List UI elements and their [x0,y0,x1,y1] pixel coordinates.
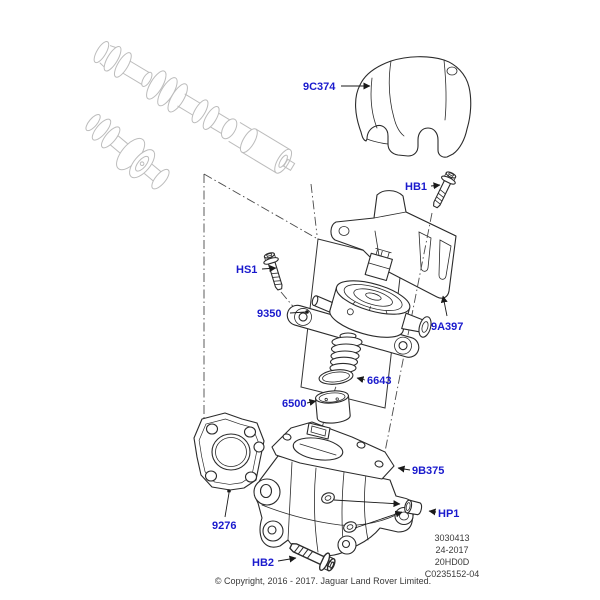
part-label-hb2[interactable]: HB2 [252,557,274,569]
part-label-9b375[interactable]: 9B375 [412,465,444,477]
tappet-part-drawing [315,390,351,424]
part-label-9c374[interactable]: 9C374 [303,81,336,93]
cover-part-drawing [355,56,472,158]
ref-line-1: 3030413 [434,533,469,543]
part-label-9276[interactable]: 9276 [212,520,236,532]
reference-block: 3030413 24-2017 20HD0D C0235152-04 [425,533,480,579]
leader-9276-dot [227,489,231,493]
part-label-9a397[interactable]: 9A397 [431,321,463,333]
part-label-hp1[interactable]: HP1 [438,508,459,520]
ref-line-3: 20HD0D [435,557,470,567]
part-label-6643[interactable]: 6643 [367,375,391,387]
ref-line-2: 24-2017 [435,545,468,555]
fuel-pump-part-drawing [286,247,432,377]
leader-9a397 [440,295,448,317]
part-label-hs1[interactable]: HS1 [236,264,257,276]
ref-line-4: C0235152-04 [425,569,480,579]
plug-part-drawing [333,499,423,529]
bolt-hs1-drawing [261,250,288,293]
seal-part-drawing [318,369,354,385]
leader-hs1 [261,264,277,272]
camshaft-ghost-art [85,41,296,190]
leader-hb2 [277,555,297,563]
leader-9b375 [397,465,411,473]
leader-hb1 [430,182,441,190]
leader-6643 [356,376,366,383]
copyright-notice: © Copyright, 2016 - 2017. Jaguar Land Ro… [215,576,431,586]
housing-part-drawing [253,421,415,557]
leader-9350-dot [305,310,309,314]
part-label-6500[interactable]: 6500 [282,398,306,410]
bolt-hb1-drawing [428,169,460,211]
hb1-bolt-axis-line [380,212,433,473]
gasket-part-drawing [193,412,265,491]
leader-9350 [289,311,307,314]
leader-9276 [224,492,230,518]
callout-labels: 9C374 HB1 HS1 9350 9A397 6643 6500 9B375… [212,81,463,569]
part-label-hb1[interactable]: HB1 [405,181,427,193]
part-label-9350[interactable]: 9350 [257,308,281,320]
leader-6500 [306,399,317,406]
leader-hp1 [428,508,437,516]
